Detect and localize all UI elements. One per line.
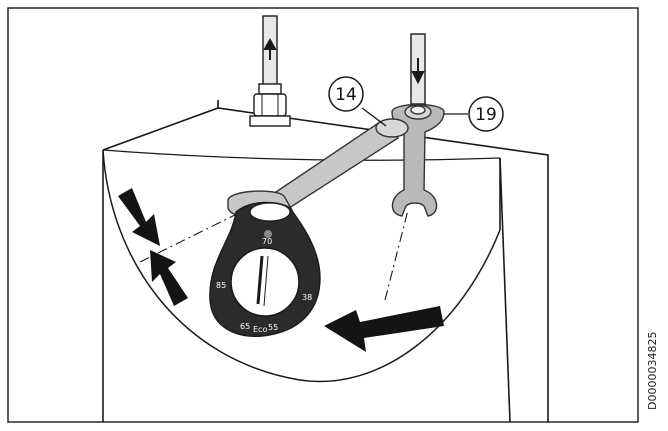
- figure-frame: [7, 7, 639, 423]
- temperature-dial-plate: [209, 201, 321, 337]
- document-id: D0000034825: [646, 332, 659, 410]
- callout-circle-19: [468, 96, 504, 132]
- callout-leader-14: [361, 107, 387, 127]
- dial-mark-bottom-left: 65: [240, 322, 250, 331]
- dial-mark-bottom-center: Eco: [253, 325, 267, 334]
- dial-mark-right: 38: [302, 293, 312, 302]
- knob-indicator: [256, 255, 264, 305]
- arrow-down-icon: [411, 58, 425, 85]
- callout-circle-14: [328, 76, 364, 112]
- press-arrow-upper-icon: [118, 188, 160, 246]
- callout-label-14: 14: [335, 85, 357, 105]
- arrow-up-icon: [263, 37, 277, 60]
- wrench-14: [227, 118, 409, 217]
- temperature-knob[interactable]: [230, 247, 300, 317]
- push-arrow-icon: [324, 306, 444, 352]
- dial-mark-bottom-right: 55: [268, 323, 278, 332]
- dial-mark-left: 85: [216, 281, 226, 290]
- press-arrow-lower-icon: [150, 250, 188, 306]
- callout-label-19: 19: [475, 105, 497, 125]
- left-pipe: [249, 15, 291, 127]
- dial-mark-top: 70: [262, 237, 272, 246]
